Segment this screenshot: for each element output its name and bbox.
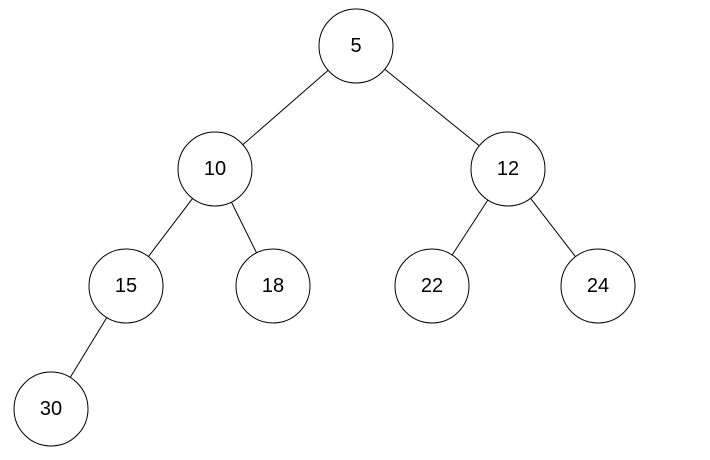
tree-node: 30 [13,371,89,447]
tree-edge-n5-n10 [242,69,329,146]
tree-node-label: 18 [262,275,284,297]
tree-edge-n10-n18 [230,201,258,254]
tree-node-circle [88,248,164,324]
tree-node-circle [318,8,394,84]
tree-edge-n12-n22 [451,199,489,256]
tree-node-label: 5 [350,35,361,57]
tree-edge-n12-n24 [530,198,576,257]
tree-node-label: 12 [497,158,519,180]
tree-node-circle [13,371,89,447]
tree-edge-n15-n30 [69,317,108,378]
tree-node-label: 15 [115,275,137,297]
tree-node-circle [235,248,311,324]
tree-node: 24 [560,248,636,324]
tree-node: 18 [235,248,311,324]
tree-edge-n5-n12 [384,68,480,147]
tree-node-label: 22 [421,275,443,297]
tree-node: 5 [318,8,394,84]
tree-node: 12 [470,131,546,207]
tree-edge-n10-n15 [148,198,193,257]
tree-nodes: 5 10 12 15 18 22 24 30 [13,8,636,447]
tree-node-circle [394,248,470,324]
tree-node: 10 [177,131,253,207]
tree-node-circle [560,248,636,324]
tree-node-label: 30 [40,398,62,420]
tree-node-label: 10 [204,158,226,180]
tree-node-label: 24 [587,275,609,297]
tree-node-circle [470,131,546,207]
tree-node: 15 [88,248,164,324]
tree-node: 22 [394,248,470,324]
tree-node-circle [177,131,253,207]
tree-edges [69,68,576,378]
